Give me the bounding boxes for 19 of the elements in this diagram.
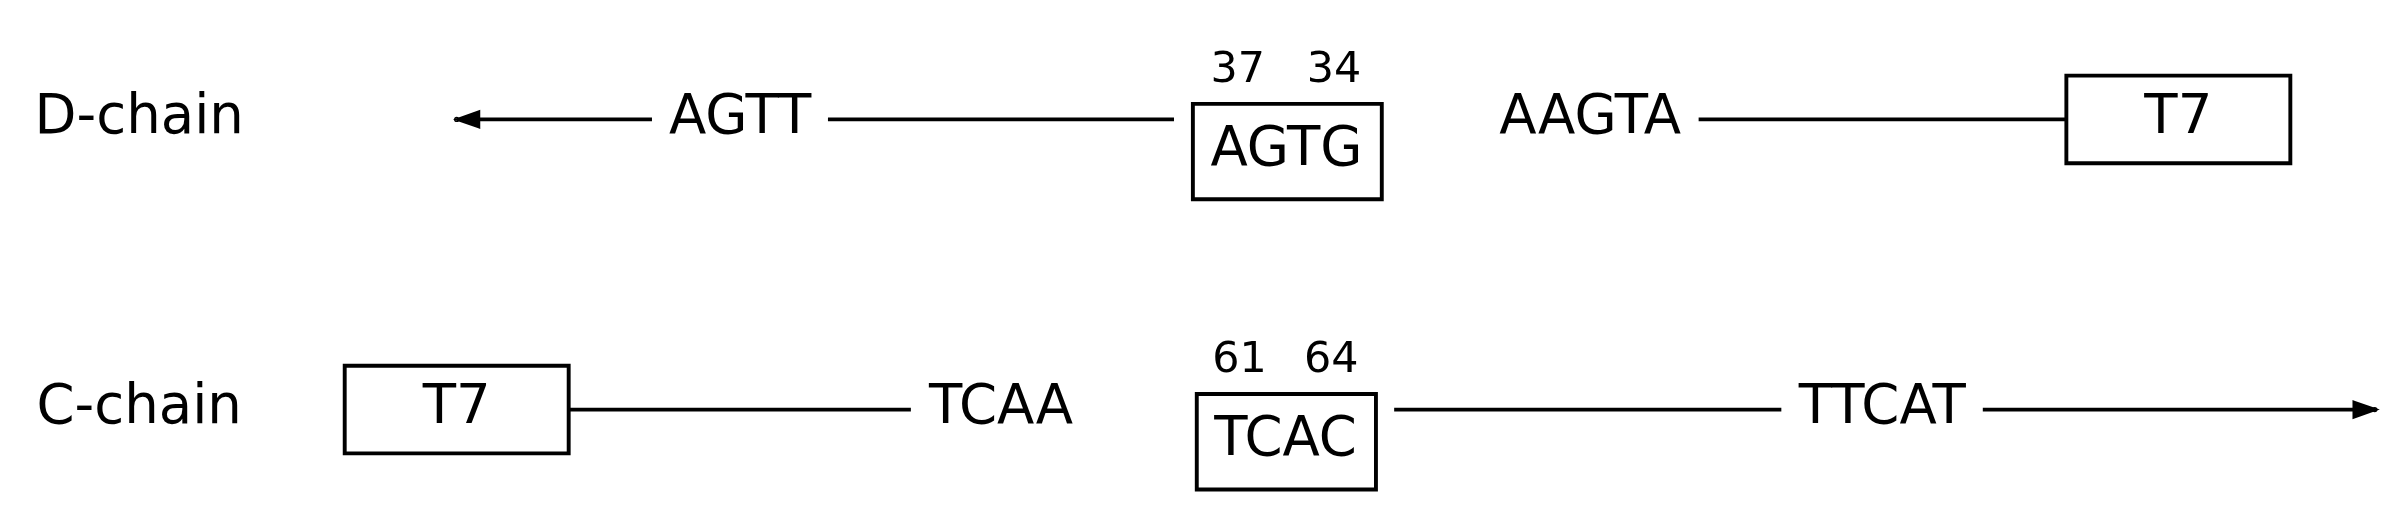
connector	[827, 116, 1174, 121]
connector	[1698, 116, 2067, 121]
node-box: T7	[342, 363, 571, 455]
node-label: 34	[1306, 41, 1362, 92]
label: D-chain	[34, 81, 244, 146]
node-box: TCAC	[1194, 391, 1378, 491]
node-text: AAGTA	[1499, 81, 1682, 146]
connector	[569, 407, 911, 412]
node-text: TTCAT	[1798, 371, 1966, 436]
node-box: AGTG	[1190, 101, 1384, 201]
node-text: TCAA	[928, 371, 1074, 436]
arrow	[452, 109, 652, 129]
node-label: 37	[1210, 41, 1265, 92]
node-label: 61	[1212, 331, 1267, 382]
node-label: 64	[1303, 331, 1359, 382]
node-box: T7	[2064, 73, 2293, 165]
connector	[1394, 407, 1782, 412]
label: C-chain	[36, 371, 242, 436]
node-text: AGTT	[668, 81, 812, 146]
